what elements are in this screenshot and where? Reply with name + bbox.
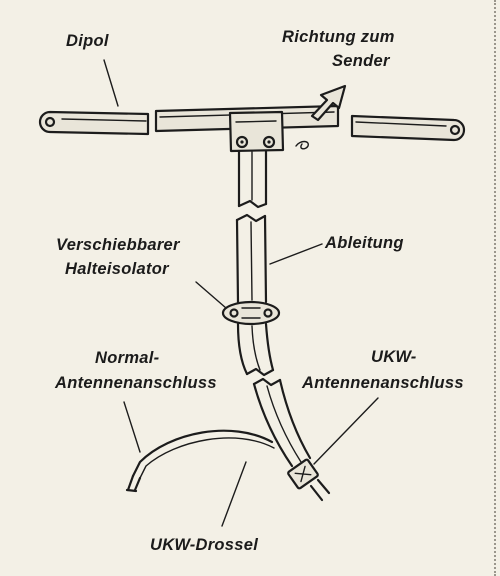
dipole-left-rod-detail [61, 118, 147, 122]
dipole [38, 104, 466, 142]
choke-cable-outer [131, 429, 274, 478]
insulator-screw-left [229, 308, 239, 318]
leader-drossel [221, 461, 247, 527]
feeder-middle-center [250, 221, 253, 301]
feeder-middle [235, 213, 275, 377]
dipole-right-eyelet [449, 124, 461, 136]
terminal-screw-left-dot [240, 140, 244, 144]
label-halter-line2: Halteisolator [65, 260, 170, 278]
label-dipol: Dipol [66, 32, 109, 50]
feeder-bottom-right [278, 378, 312, 460]
label-ukw-line2: Antennenanschluss [301, 374, 464, 392]
normal-connector-end [125, 488, 138, 493]
center-block [228, 110, 285, 153]
ukw-plug-pin-1 [309, 484, 324, 502]
ukw-plug [287, 458, 319, 490]
normal-connector-tip [126, 474, 142, 492]
feeder-upper [237, 149, 268, 209]
label-normal-line2: Antennenanschluss [54, 374, 217, 392]
insulator-screw-right [263, 308, 273, 318]
leader-halteisolator [195, 281, 227, 309]
label-halter-line1: Verschiebbarer [56, 236, 181, 254]
feeder-bottom-left [252, 382, 294, 468]
feeder-middle-left [235, 218, 240, 304]
ukw-choke-cable [125, 429, 275, 493]
leader-ukw-anschluss [313, 397, 379, 465]
leader-ableitung [269, 243, 323, 265]
dipole-left-eyelet [44, 116, 56, 128]
label-richtung-line2: Sender [332, 52, 391, 70]
label-ableitung: Ableitung [324, 234, 404, 252]
sliding-insulator [221, 300, 281, 326]
dipole-left-rod [38, 110, 150, 136]
feeder-lower-center [251, 325, 261, 371]
leader-lines [103, 59, 379, 527]
feeder-bottom-center [266, 385, 302, 463]
feeder-lower-right [264, 322, 275, 372]
dipole-right-rod-detail [355, 121, 447, 127]
label-richtung-line1: Richtung zum [282, 28, 395, 46]
terminal-screw-right-dot [267, 140, 271, 144]
feeder-break-top [237, 199, 268, 209]
feeder-break-low [245, 367, 275, 377]
insulator-channel [241, 307, 261, 319]
leader-normal [123, 401, 141, 453]
feeder-break-mid [235, 213, 267, 223]
center-block-detail [235, 120, 277, 123]
insulator-body [221, 300, 281, 326]
feeder-lower-left [236, 322, 249, 376]
choke-cable-inner [139, 437, 275, 479]
label-ukw-line1: UKW- [371, 348, 417, 366]
feeder-break-bottom [252, 377, 282, 387]
labels: Dipol Richtung zum Sender Verschiebbarer… [54, 28, 464, 554]
dipole-right-rod [350, 114, 466, 142]
label-normal-line1: Normal- [95, 349, 160, 367]
scan-edge [494, 0, 496, 576]
arrow-hook [295, 140, 309, 150]
leader-dipol [103, 59, 119, 107]
feeder-middle-right [263, 214, 268, 304]
label-drossel: UKW-Drossel [150, 536, 258, 554]
arrow-shape [310, 84, 347, 122]
feeder-bottom [252, 377, 312, 468]
ukw-plug-detail [294, 465, 312, 483]
ukw-plug-pin-2 [316, 478, 331, 495]
direction-arrow-icon [295, 84, 347, 150]
